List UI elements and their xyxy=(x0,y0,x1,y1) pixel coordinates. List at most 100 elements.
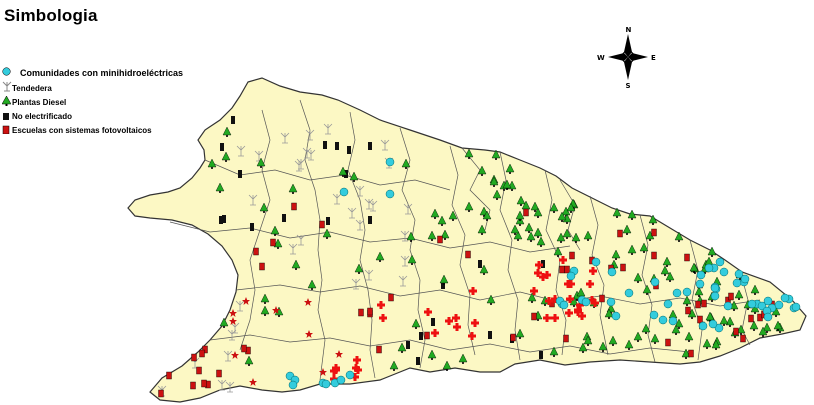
minihydro-marker xyxy=(336,375,346,385)
diesel-plant-marker xyxy=(549,346,559,357)
school-cluster-marker xyxy=(565,309,573,317)
school-cluster-marker xyxy=(453,323,461,331)
non-electrified-marker xyxy=(231,116,235,124)
minihydro-marker xyxy=(668,316,678,326)
non-electrified-marker xyxy=(406,341,410,349)
diesel-plant-marker xyxy=(427,349,437,360)
school-cluster-marker xyxy=(445,317,453,325)
minihydro-marker xyxy=(710,291,720,301)
compass-south-label: S xyxy=(626,82,631,90)
diesel-plant-marker xyxy=(273,238,283,249)
tendedera-marker xyxy=(368,200,378,212)
minihydro-marker xyxy=(704,263,714,273)
school-cluster-marker xyxy=(578,312,586,320)
compass-east-label: E xyxy=(651,54,656,62)
diesel-plant-marker xyxy=(411,318,421,329)
minihydro-marker xyxy=(734,269,744,279)
diesel-plant-marker xyxy=(458,353,468,364)
diesel-plant-marker xyxy=(407,254,417,265)
diesel-plant-marker xyxy=(557,211,567,222)
non-electrified-marker xyxy=(431,318,435,326)
tendedera-marker xyxy=(230,322,240,334)
diesel-plant-marker xyxy=(556,232,566,243)
diesel-plant-marker xyxy=(569,296,579,307)
minihydro-marker xyxy=(611,311,621,321)
non-electrified-marker xyxy=(347,146,351,154)
school-marker xyxy=(620,263,626,272)
diesel-plant-marker xyxy=(354,263,364,274)
minihydro-marker xyxy=(708,319,718,329)
minihydro-marker xyxy=(288,380,298,390)
diesel-plant-marker xyxy=(448,210,458,221)
tendedera-marker xyxy=(398,275,408,287)
diesel-plant-marker xyxy=(215,182,225,193)
green-tree-icon xyxy=(2,96,11,106)
tendedera-marker xyxy=(296,234,306,246)
minihydro-marker xyxy=(385,157,395,167)
non-electrified-marker xyxy=(419,332,423,340)
diesel-plant-marker xyxy=(571,232,581,243)
school-marker xyxy=(733,327,739,336)
municipality-border xyxy=(299,99,326,381)
school-cluster-marker xyxy=(559,256,567,264)
diesel-plant-marker xyxy=(291,259,301,270)
legend-label-minihydro: Comunidades con minihidroeléctricas xyxy=(20,68,184,78)
diesel-plant-marker xyxy=(682,295,692,306)
legend-label-no-electrified: No electrificado xyxy=(12,112,73,121)
school-star-marker xyxy=(229,317,237,325)
school-marker xyxy=(728,292,734,301)
diesel-plant-marker xyxy=(221,151,231,162)
school-cluster-marker xyxy=(469,287,477,295)
diesel-plant-marker xyxy=(773,320,783,331)
black-house-icon xyxy=(3,113,9,120)
school-marker xyxy=(559,265,565,274)
minihydro-marker xyxy=(581,297,591,307)
school-marker xyxy=(367,307,373,316)
municipality-border xyxy=(209,334,691,355)
tendedera-marker xyxy=(305,129,315,141)
school-cluster-marker xyxy=(330,367,338,375)
diesel-plant-marker xyxy=(725,316,735,327)
tendedera-marker xyxy=(403,203,413,215)
non-electrified-marker xyxy=(335,142,339,150)
diesel-plant-marker xyxy=(516,195,526,206)
non-electrified-marker xyxy=(478,260,482,268)
minihydro-marker xyxy=(780,293,790,303)
compass-west-label: W xyxy=(597,54,605,62)
minihydro-marker xyxy=(672,288,682,298)
diesel-plant-marker xyxy=(437,215,447,226)
minihydro-marker xyxy=(624,288,634,298)
non-electrified-marker xyxy=(323,141,327,149)
school-marker xyxy=(199,349,205,358)
diesel-plant-marker xyxy=(583,335,593,346)
diesel-plant-marker xyxy=(401,158,411,169)
school-cluster-marker xyxy=(539,273,547,281)
diesel-plant-marker xyxy=(259,202,269,213)
diesel-plant-marker xyxy=(642,284,652,295)
school-marker xyxy=(665,338,671,347)
compass-north-label: N xyxy=(626,26,632,34)
diesel-plant-marker xyxy=(566,202,576,213)
tendedera-marker xyxy=(323,123,333,135)
tendedera-marker xyxy=(400,230,410,242)
minihydro-marker xyxy=(740,274,750,284)
diesel-plant-marker xyxy=(222,126,232,137)
diesel-plant-marker xyxy=(533,227,543,238)
diesel-plant-marker xyxy=(749,320,759,331)
diesel-plant-marker xyxy=(479,264,489,275)
school-star-marker xyxy=(335,350,343,358)
school-cluster-marker xyxy=(468,332,476,340)
diesel-plant-marker xyxy=(734,289,744,300)
diesel-plant-marker xyxy=(307,279,317,290)
diesel-plant-marker xyxy=(477,224,487,235)
diesel-plant-marker xyxy=(639,242,649,253)
minihydro-marker xyxy=(658,315,668,325)
non-electrified-marker xyxy=(222,215,226,223)
diesel-plant-marker xyxy=(515,328,525,339)
diesel-plant-marker xyxy=(624,339,634,350)
diesel-plant-marker xyxy=(660,265,670,276)
tendedera-marker xyxy=(236,145,246,157)
municipality-border xyxy=(239,109,271,351)
school-cluster-marker xyxy=(543,314,551,322)
school-marker xyxy=(531,312,537,321)
